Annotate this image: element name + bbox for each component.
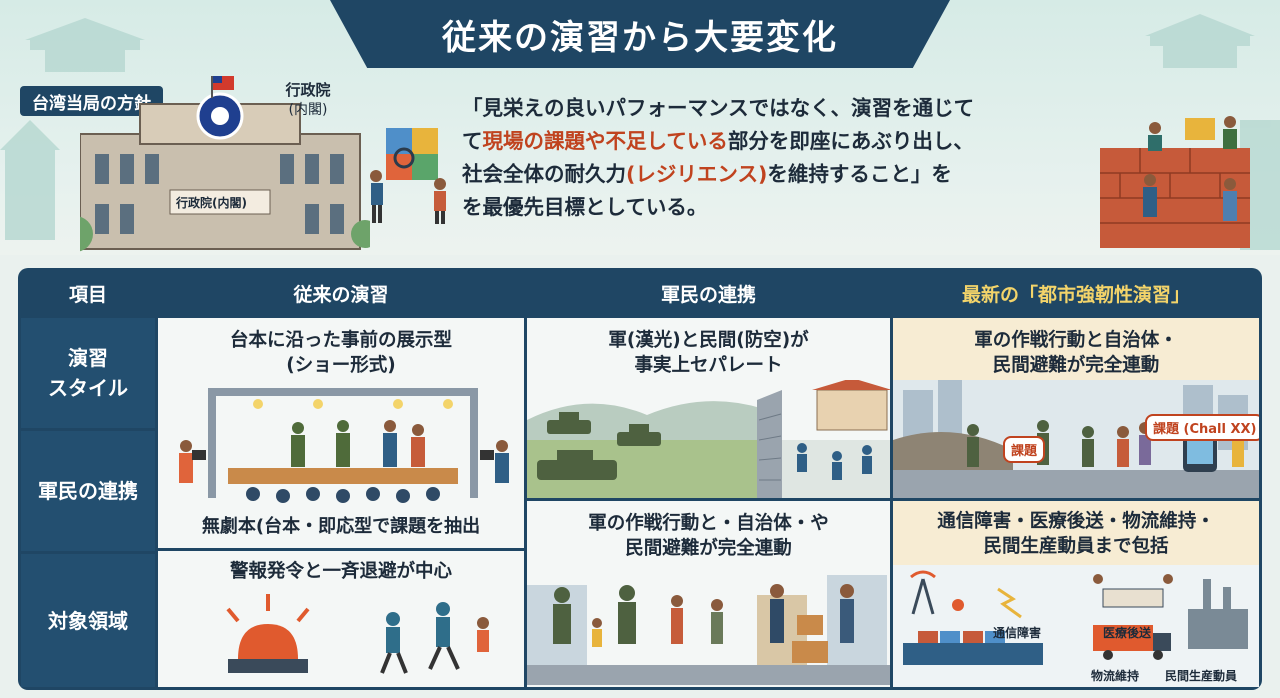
quote-line-2-post: 部分を即座にあぶり出し、 — [727, 129, 974, 153]
header-latest: 最新の「都市強靭性演習」 — [961, 283, 1190, 306]
cell-civil-military-scope: 軍の作戦行動と・自治体・や 民間避難が完全連動 — [527, 501, 890, 687]
skyline-illustration — [0, 14, 1280, 250]
latest-top-text-1: 軍の作戦行動と自治体・ — [974, 330, 1178, 351]
row-label-style: 演習 スタイル — [21, 318, 155, 428]
stage-show-illustration — [179, 388, 509, 503]
quote-line-3: 社会全体の耐久力(レジリエンス)を維持すること」を — [462, 158, 1102, 191]
quote-line-3-post: を維持すること」を — [767, 162, 952, 186]
latest-mid-text-2: 民間生産動員まで包括 — [983, 536, 1169, 557]
row-label-scope: 対象領域 — [21, 554, 155, 687]
title-banner: 従来の演習から大要変化 — [330, 0, 950, 68]
row-label-civil-military: 軍民の連携 — [21, 431, 155, 551]
civil-bottom-text-1: 軍の作戦行動と・自治体・や — [588, 513, 829, 534]
traditional-bottom-text: 警報発令と一斉退避が中心 — [229, 561, 452, 582]
quote-highlight-issues: 現場の課題や不足している — [482, 129, 728, 153]
alarm-evacuation-illustration — [226, 594, 489, 674]
policy-quote: 「見栄えの良いパフォーマンスではなく、演習を通じて て現場の課題や不足している部… — [462, 92, 1102, 224]
page-title: 従来の演習から大要変化 — [442, 17, 838, 58]
traditional-top-text-1: 台本に沿った事前の展示型 — [229, 330, 452, 351]
comparison-table: 項目 従来の演習 軍民の連携 最新の「都市強靭性演習」 演習 スタイル 軍民の連… — [18, 268, 1262, 690]
policy-tag: 台湾当局の方針 — [20, 86, 163, 116]
cell-civil-military-style: 軍(漢光)と民間(防空)が 事実上セパレート — [527, 318, 890, 498]
cell-traditional-style: 台本に沿った事前の展示型 (ショー形式) 無劇本(台 — [158, 318, 524, 548]
separated-military-civil-illustration — [527, 380, 890, 498]
header-band: 従来の演習から大要変化 台湾当局の方針 行政院(内閣) 行政院 (内閣) — [0, 0, 1280, 255]
quote-highlight-resilience: (レジリエンス) — [626, 162, 768, 186]
gov-label-sub: (内閣) — [288, 102, 328, 118]
joint-operation-illustration — [527, 575, 890, 685]
executive-yuan-building-illustration — [80, 76, 370, 252]
puzzle-team-illustration — [370, 128, 446, 224]
building-sign: 行政院(内閣) — [176, 196, 247, 210]
label-civil-production: 民間生産動員 — [1165, 669, 1238, 683]
civil-top-text-2: 事実上セパレート — [634, 355, 783, 376]
table-grid: 項目 従来の演習 軍民の連携 最新の「都市強靭性演習」 演習 スタイル 軍民の連… — [18, 268, 1262, 690]
traditional-mid-text: 無劇本(台本・即応型で課題を抽出 — [201, 516, 481, 537]
quote-line-3-pre: 社会全体の耐久力 — [462, 162, 626, 186]
issue-bubble-2: 課題 (Chall XX) — [1145, 414, 1259, 441]
traditional-top-text-2: (ショー形式) — [286, 355, 396, 376]
quote-line-1: 「見栄えの良いパフォーマンスではなく、演習を通じて — [462, 96, 975, 120]
brick-wall-builders-illustration — [1100, 116, 1250, 248]
latest-top-text-2: 民間避難が完全連動 — [992, 355, 1160, 376]
comm-tower-icon — [910, 570, 936, 615]
header-civil-military: 軍民の連携 — [660, 283, 756, 306]
scope-icons-illustration — [903, 570, 1248, 665]
header-item: 項目 — [68, 283, 107, 306]
civil-bottom-text-2: 民間避難が完全連動 — [625, 538, 792, 559]
gov-label-name: 行政院 — [285, 81, 331, 99]
gov-label: 行政院 (内閣) — [268, 80, 348, 120]
label-logistics: 物流維持 — [1091, 669, 1140, 683]
cell-latest-scope: 通信障害・医療後送・物流維持・ 民間生産動員まで包括 — [893, 501, 1259, 687]
cell-latest-style: 軍の作戦行動と自治体・ 民間避難が完全連動 課題 課題 (Chall X — [893, 318, 1259, 498]
label-comm-failure: 通信障害 — [993, 626, 1042, 640]
quote-line-4: を最優先目標としている。 — [462, 195, 708, 219]
cell-traditional-scope: 警報発令と一斉退避が中心 — [158, 551, 524, 687]
issue-bubble-1: 課題 — [1003, 436, 1046, 463]
latest-mid-text-1: 通信障害・医療後送・物流維持・ — [937, 511, 1215, 532]
label-medical-evac: 医療後送 — [1103, 626, 1152, 640]
civil-top-text-1: 軍(漢光)と民間(防空)が — [608, 330, 809, 351]
header-traditional: 従来の演習 — [293, 283, 389, 306]
quote-line-2-pre: て — [462, 129, 483, 153]
quote-line-2: て現場の課題や不足している部分を即座にあぶり出し、 — [462, 125, 1102, 158]
